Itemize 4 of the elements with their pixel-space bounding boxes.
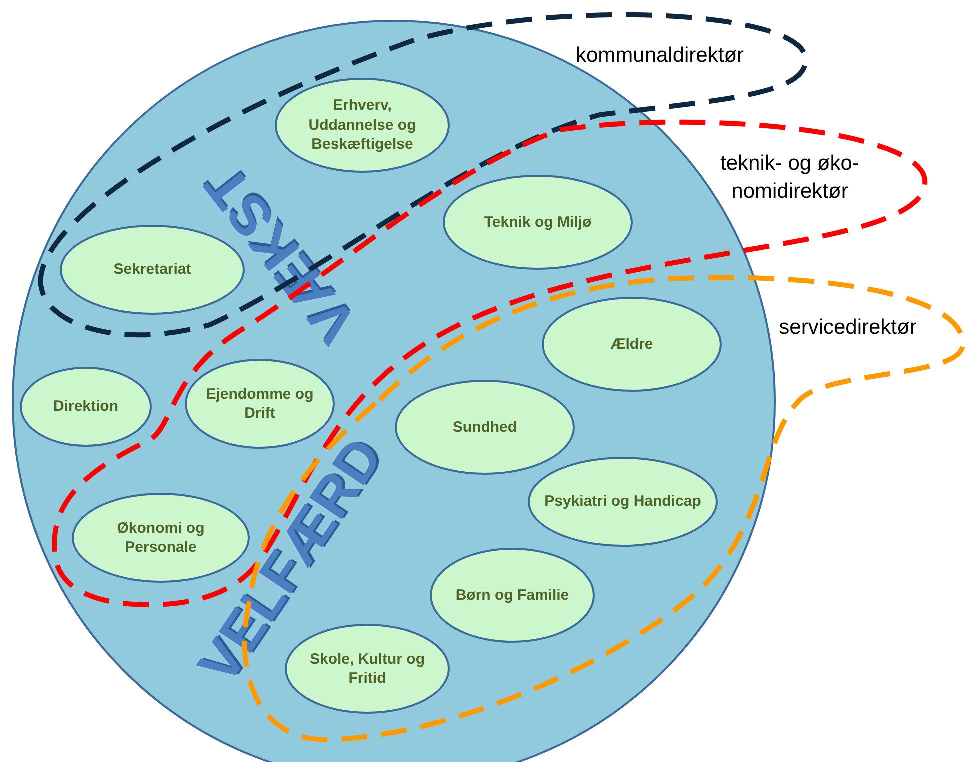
role-label: teknik- og øko-nomidirektør (720, 151, 860, 206)
role-label: kommunaldirektør (574, 43, 746, 69)
department-ellipse: Direktion (20, 367, 152, 447)
role-label: servicedirektør (778, 315, 918, 341)
